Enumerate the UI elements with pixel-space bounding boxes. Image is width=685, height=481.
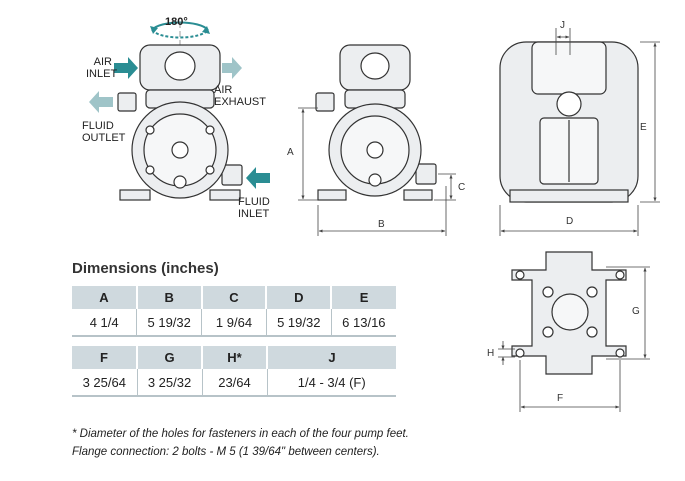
table-1-value-b: 5 19/32 <box>136 309 203 337</box>
table-2-header-j: J <box>267 346 396 369</box>
table-2-value-h: 23/64 <box>202 369 268 397</box>
table-1-header-c: C <box>201 286 268 309</box>
footnote-flange-connection: Flange connection: 2 bolts - M 5 (1 39/6… <box>72 446 380 458</box>
dimensions-table-2: F G H* J 3 25/64 3 25/32 23/64 1/4 - 3/4… <box>72 346 396 397</box>
table-1-header-a: A <box>72 286 138 309</box>
air-exhaust-line2: EXHAUST <box>214 96 266 108</box>
dim-label-c: C <box>458 182 466 193</box>
fluid-inlet-line2: INLET <box>238 208 270 220</box>
table-2-header-h: H* <box>202 346 268 369</box>
table-1-value-row: 4 1/4 5 19/32 1 9/64 5 19/32 6 13/16 <box>72 309 396 337</box>
fluid-outlet-line1: FLUID <box>82 120 114 132</box>
table-1-header-d: D <box>266 286 333 309</box>
table-2-header-row: F G H* J <box>72 346 396 369</box>
dimension-lines-bottom <box>498 266 650 412</box>
fluid-inlet-label: FLUID INLET <box>238 196 270 220</box>
pump-side-view <box>499 41 639 203</box>
air-exhaust-line1: AIR <box>214 84 233 96</box>
table-1-value-d: 5 19/32 <box>266 309 332 337</box>
dim-label-e: E <box>640 122 647 133</box>
table-1-value-c: 1 9/64 <box>201 309 267 337</box>
rotation-label: 180° <box>165 16 188 28</box>
table-2-value-row: 3 25/64 3 25/32 23/64 1/4 - 3/4 (F) <box>72 369 396 397</box>
fluid-outlet-label: FLUID OUTLET <box>82 120 125 144</box>
table-2-value-f: 3 25/64 <box>72 369 138 397</box>
dim-label-f: F <box>557 393 564 404</box>
dim-label-j: J <box>560 20 565 31</box>
footnote-fastener-holes: * Diameter of the holes for fasteners in… <box>72 428 409 440</box>
table-1-value-e: 6 13/16 <box>331 309 396 337</box>
air-inlet-line2: INLET <box>86 68 118 80</box>
table-2-value-j: 1/4 - 3/4 (F) <box>267 369 396 397</box>
dim-label-g: G <box>632 306 640 317</box>
dim-label-h: H <box>487 348 495 359</box>
air-exhaust-label: AIR EXHAUST <box>214 84 266 108</box>
air-exhaust-arrow <box>222 57 242 79</box>
dim-label-d: D <box>566 216 574 227</box>
flow-arrows <box>89 57 270 189</box>
dimension-lines-side <box>499 28 660 236</box>
table-2-header-g: G <box>137 346 203 369</box>
table-title: Dimensions (inches) <box>72 260 219 277</box>
table-2-header-f: F <box>72 346 138 369</box>
table-1-header-e: E <box>331 286 396 309</box>
pump-front-view-annotated <box>117 21 243 201</box>
dimension-lines-front <box>298 107 456 236</box>
fluid-inlet-line1: FLUID <box>238 196 270 208</box>
fluid-outlet-line2: OUTLET <box>82 132 126 144</box>
pump-front-view-dimensioned <box>315 44 437 201</box>
table-1-header-b: B <box>136 286 203 309</box>
fluid-outlet-arrow <box>89 91 113 113</box>
air-inlet-arrow <box>114 57 138 79</box>
table-1-value-a: 4 1/4 <box>72 309 138 337</box>
table-1-header-row: A B C D E <box>72 286 396 309</box>
fluid-inlet-arrow <box>246 167 270 189</box>
air-inlet-line1: AIR <box>93 56 112 68</box>
air-inlet-label: AIR INLET <box>86 56 118 80</box>
table-2-value-g: 3 25/32 <box>137 369 203 397</box>
dimensions-table-1: A B C D E 4 1/4 5 19/32 1 9/64 5 19/32 6… <box>72 286 396 337</box>
dim-label-a: A <box>287 147 294 158</box>
dim-label-b: B <box>378 219 385 230</box>
pump-bottom-view <box>511 251 627 375</box>
